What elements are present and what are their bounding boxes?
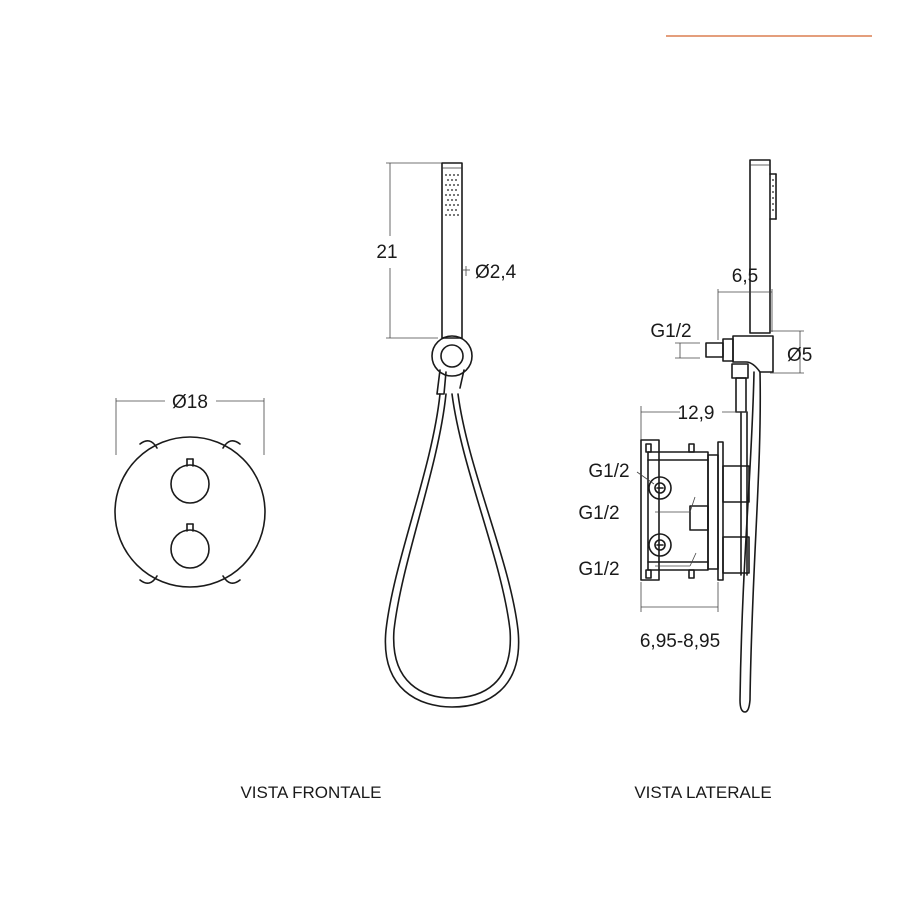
handshower-front	[384, 162, 520, 708]
installation-depth-label: 6,95-8,95	[640, 631, 720, 652]
handshower-diameter-label: Ø2,4	[475, 262, 517, 283]
bracket-depth-label: 6,5	[732, 266, 758, 287]
spray-holes	[445, 174, 459, 216]
front-view-caption: VISTA FRONTALE	[240, 783, 381, 802]
handshower-side	[675, 159, 804, 713]
holder-diameter-label: Ø5	[787, 345, 812, 366]
inlet-thread-bottom-label: G1/2	[578, 559, 619, 580]
inlet-thread-mid-label: G1/2	[578, 503, 619, 524]
side-view-caption: VISTA LATERALE	[634, 783, 771, 802]
mixer-plate-front	[114, 398, 266, 588]
inlet-thread-top-label: G1/2	[588, 461, 629, 482]
valve-body-side	[636, 439, 750, 581]
installation-depth-dimension	[640, 582, 719, 612]
outlet-thread-label: G1/2	[650, 321, 691, 342]
plate-diameter-label: Ø18	[172, 392, 208, 413]
handshower-length-label: 21	[376, 242, 397, 263]
body-depth-label: 12,9	[678, 403, 715, 424]
body-depth-dimension	[640, 406, 748, 440]
